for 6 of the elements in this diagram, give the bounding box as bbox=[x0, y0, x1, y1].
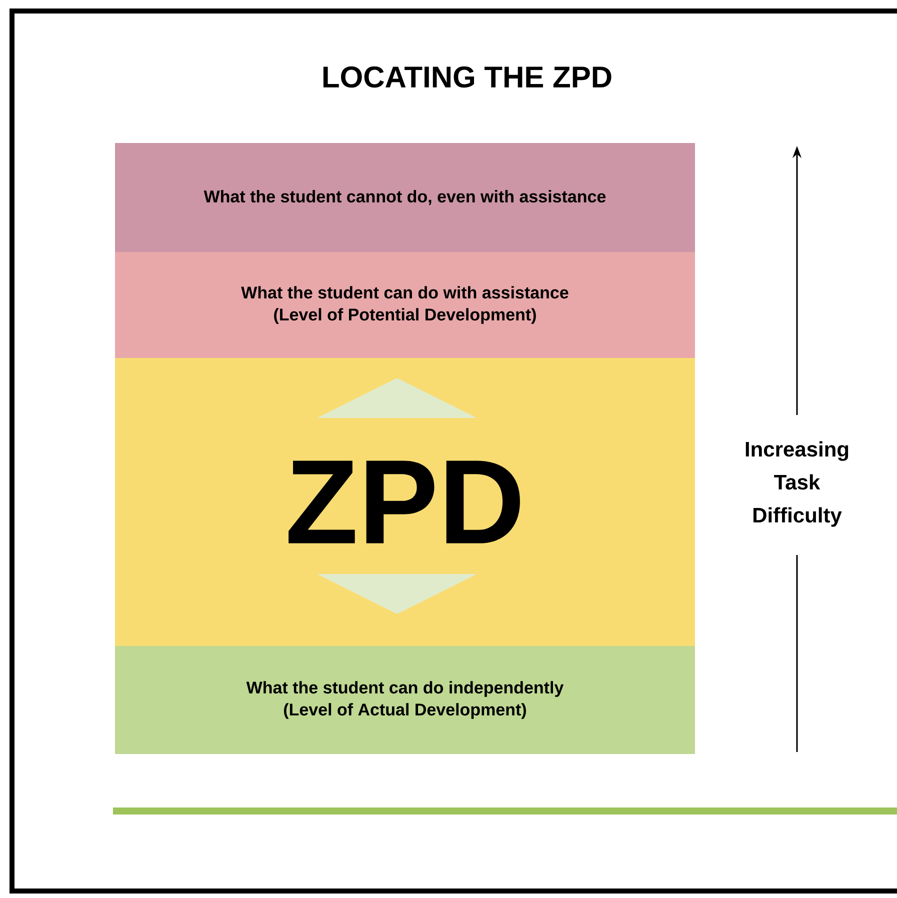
zpd-band: ZPD bbox=[115, 358, 695, 646]
axis-label: Increasing Task Difficulty bbox=[746, 441, 848, 527]
title: LOCATING THE ZPD bbox=[323, 66, 612, 88]
level-band: What the student can do with assistance (Level of Potential Development) bbox=[115, 252, 695, 358]
level-band: What the student can do independently (Level of Actual Development) bbox=[115, 646, 695, 754]
level-band: What the student cannot do, even with assistance bbox=[115, 143, 695, 252]
